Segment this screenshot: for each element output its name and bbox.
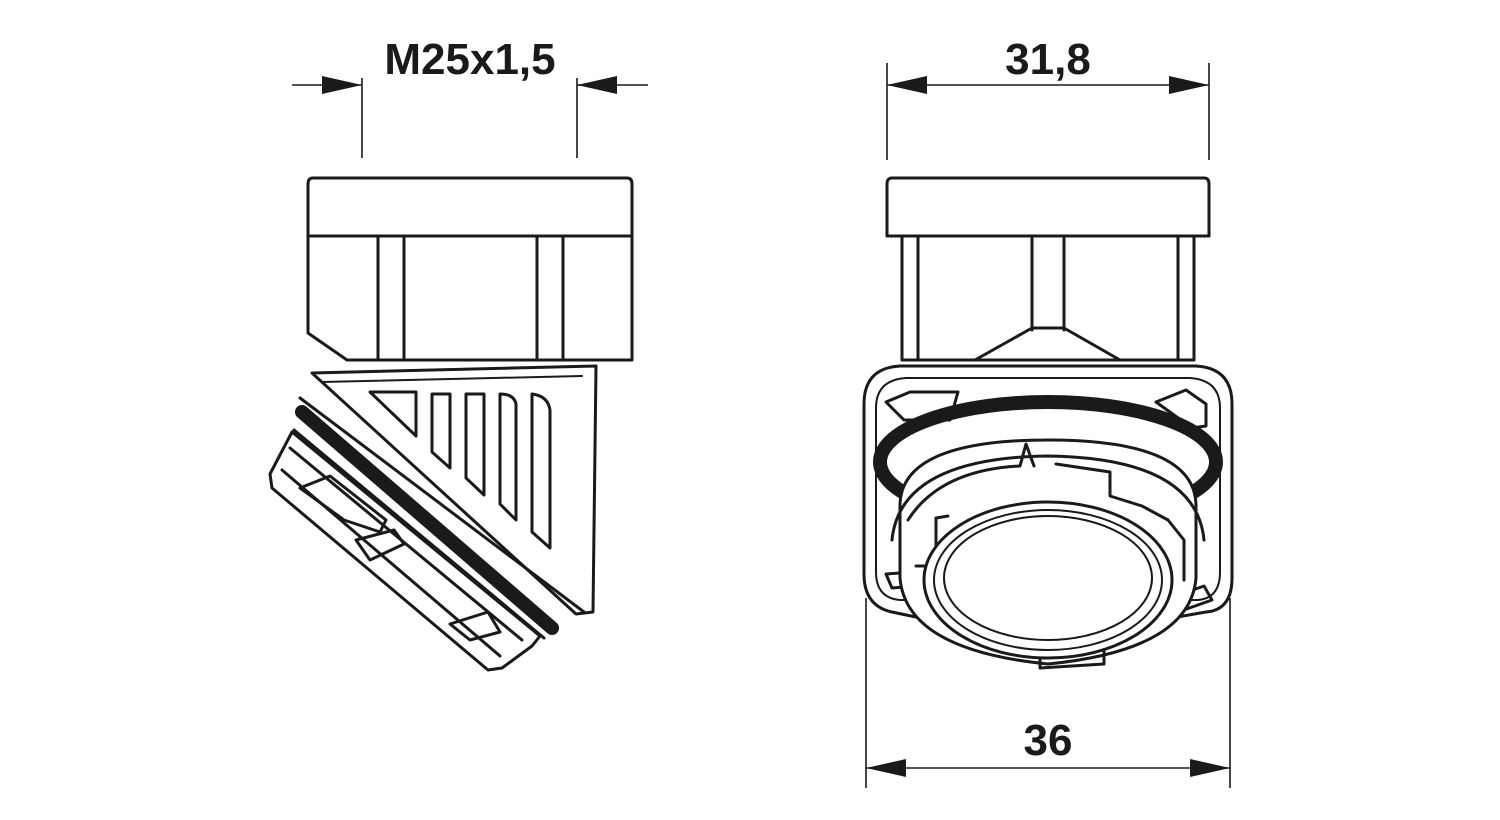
width-across-flats-dimension: 31,8: [886, 35, 1210, 160]
thread-dimension-label: M25x1,5: [384, 35, 555, 84]
overall-width-dimension: 36: [865, 598, 1231, 788]
front-view-sealing-insert: [922, 500, 1174, 660]
side-view-thread-end: [268, 396, 586, 672]
front-view-cap-nut: [885, 176, 1211, 362]
side-view-cap-nut: [306, 176, 634, 362]
width-across-flats-label: 31,8: [1005, 35, 1091, 84]
side-view: M25x1,5: [268, 35, 648, 672]
front-view: 31,8 36: [862, 35, 1234, 788]
side-view-angled-body: [310, 364, 598, 616]
overall-width-label: 36: [1024, 716, 1073, 765]
thread-dimension: M25x1,5: [292, 35, 648, 158]
